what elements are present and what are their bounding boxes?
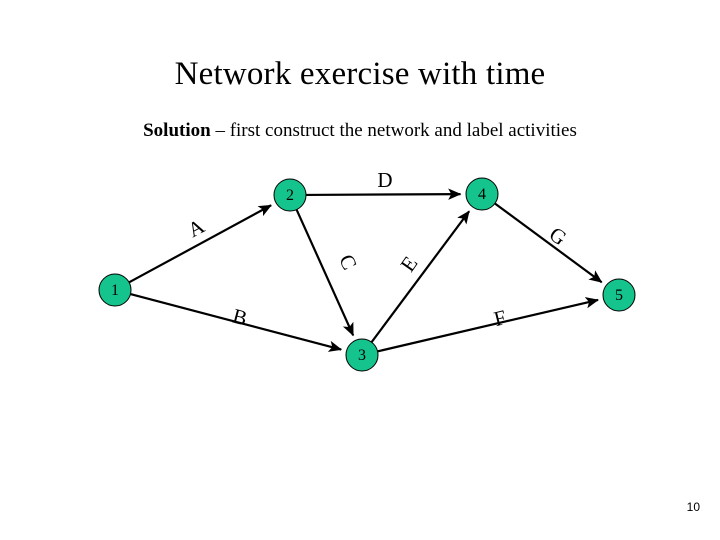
subtitle-rest: – first construct the network and label … (210, 120, 577, 141)
node-circle-2 (273, 178, 307, 212)
page-title: Network exercise with time (174, 56, 546, 92)
edge-F (376, 297, 599, 353)
edge-label-C: C (334, 251, 362, 274)
subtitle-bold-lead: Solution (143, 120, 211, 141)
node-circle-5 (602, 278, 636, 312)
edges-group (127, 188, 603, 353)
node-circle-4 (465, 177, 499, 211)
edge-B (129, 292, 343, 352)
node-label-4: 4 (478, 186, 486, 203)
edge-label-B: B (230, 304, 250, 331)
edge-C (295, 208, 355, 337)
edge-label-F: F (491, 305, 508, 331)
edge-label-A: A (184, 213, 209, 242)
node-label-1: 1 (111, 282, 119, 299)
edge-label-D: D (377, 168, 392, 192)
node-label-3: 3 (358, 347, 366, 364)
edge-G (493, 202, 603, 284)
edge-label-G: G (545, 222, 571, 250)
edge-labels-group: A B C D E F G (184, 168, 572, 331)
node-circle-1 (98, 273, 132, 307)
node-label-2: 2 (286, 187, 294, 204)
edge-label-E: E (395, 252, 422, 276)
nodes-group: 1 2 3 4 5 (98, 177, 636, 372)
network-diagram: 1 2 3 4 5 A B C D E F G (0, 150, 720, 400)
edge-A (127, 204, 272, 284)
node-circle-3 (345, 338, 379, 372)
node-label-5: 5 (615, 287, 623, 304)
page-number: 10 (686, 500, 700, 514)
network-svg: 1 2 3 4 5 A B C D E F G (98, 168, 636, 372)
edge-D (304, 188, 462, 200)
edge-E (370, 210, 471, 344)
slide-subtitle: Solution – first construct the network a… (0, 120, 720, 142)
